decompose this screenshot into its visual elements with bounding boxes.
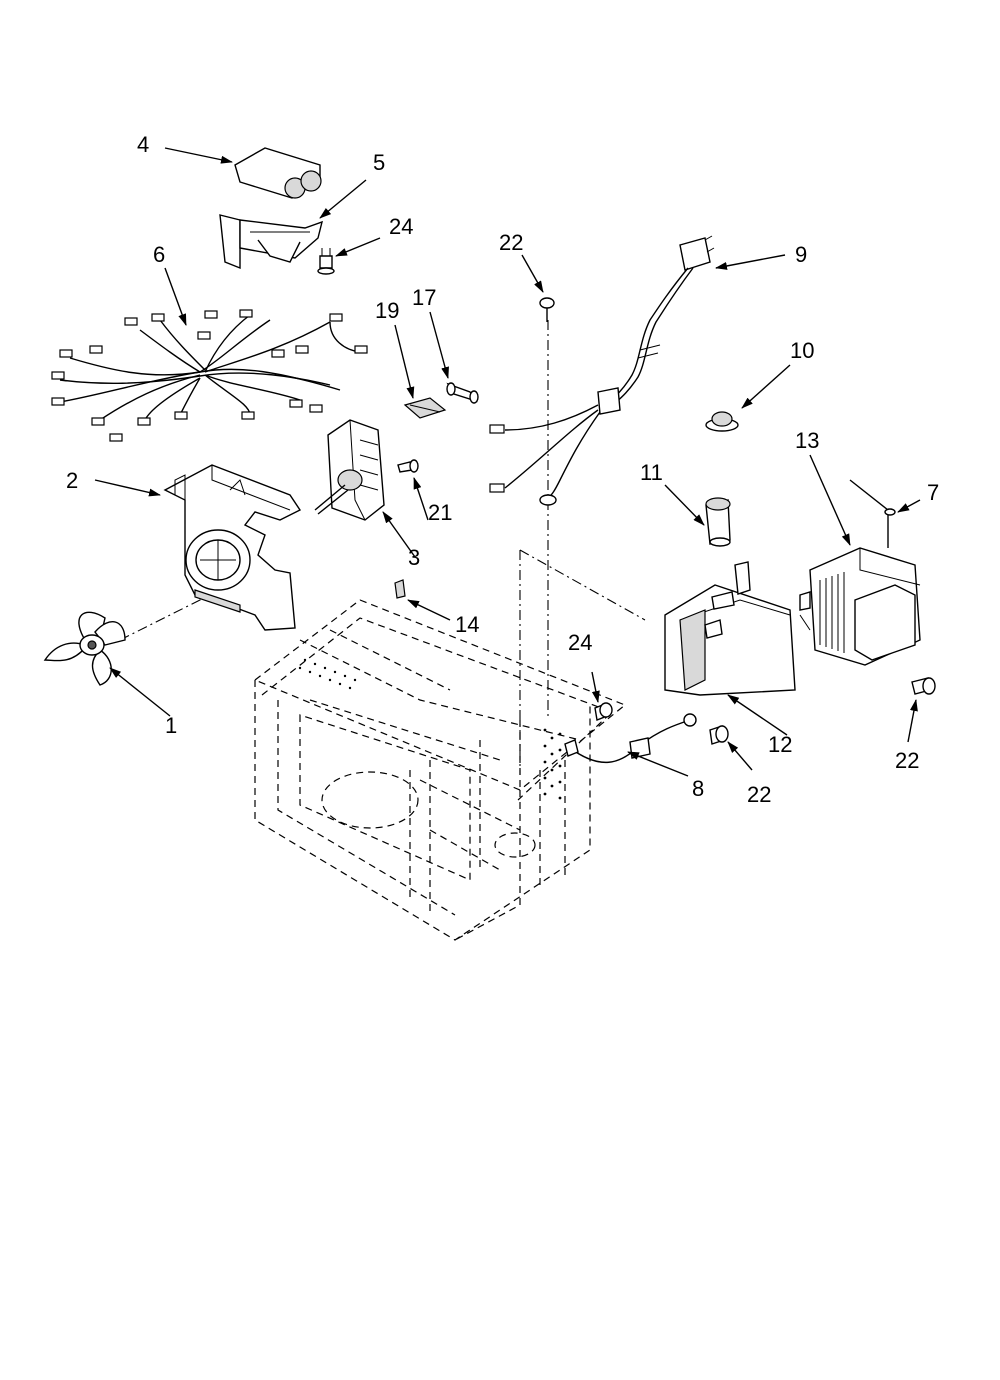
fan-blade: [43, 611, 126, 686]
callout-4: 4: [137, 132, 149, 157]
capacitor-bracket: [219, 214, 323, 270]
part-19: [403, 397, 447, 419]
oven-cavity: [253, 599, 627, 941]
thermal-cutout-10: [705, 411, 739, 432]
power-cord: [489, 235, 715, 506]
callout-22-top: 22: [499, 230, 523, 255]
screw-22-lower: [709, 725, 729, 745]
callout-10: 10: [790, 338, 814, 363]
screw-24-top: [317, 248, 335, 275]
screw-22-top: [539, 297, 555, 322]
capacitor: [234, 147, 322, 199]
callout-6: 6: [153, 242, 165, 267]
screw-21: [397, 459, 419, 473]
callout-3: 3: [408, 545, 420, 570]
screw-22-right: [911, 677, 936, 695]
callout-14: 14: [455, 612, 479, 637]
callout-1: 1: [165, 713, 177, 738]
thermal-cutout-11: [705, 497, 731, 547]
callout-9: 9: [795, 242, 807, 267]
bracket-12: [664, 561, 811, 696]
fuse: [446, 382, 479, 404]
wire-harness: [51, 309, 368, 442]
motor: [314, 419, 385, 521]
assembly-lines: [119, 320, 646, 775]
washer-7: [884, 508, 896, 516]
callout-19: 19: [375, 298, 399, 323]
callout-13: 13: [795, 428, 819, 453]
callout-labels: 4 5 24 6 22 9 19 17 10 13 11 7 2 21 3 14…: [66, 132, 939, 807]
callout-2: 2: [66, 468, 78, 493]
callout-24-top: 24: [389, 214, 413, 239]
transformer: [799, 479, 921, 666]
callout-24-lower: 24: [568, 630, 592, 655]
callout-21: 21: [428, 500, 452, 525]
callout-22-lower: 22: [747, 782, 771, 807]
part-14: [394, 579, 406, 599]
leader-arrows: [94, 147, 921, 777]
callout-7: 7: [927, 480, 939, 505]
callout-11: 11: [640, 460, 663, 485]
fan-housing: [163, 464, 302, 631]
callout-22-right: 22: [895, 748, 919, 773]
screw-24-lower: [594, 702, 613, 721]
callout-17: 17: [412, 285, 436, 310]
callout-12: 12: [768, 732, 792, 757]
callout-8: 8: [692, 776, 704, 801]
callout-5: 5: [373, 150, 385, 175]
